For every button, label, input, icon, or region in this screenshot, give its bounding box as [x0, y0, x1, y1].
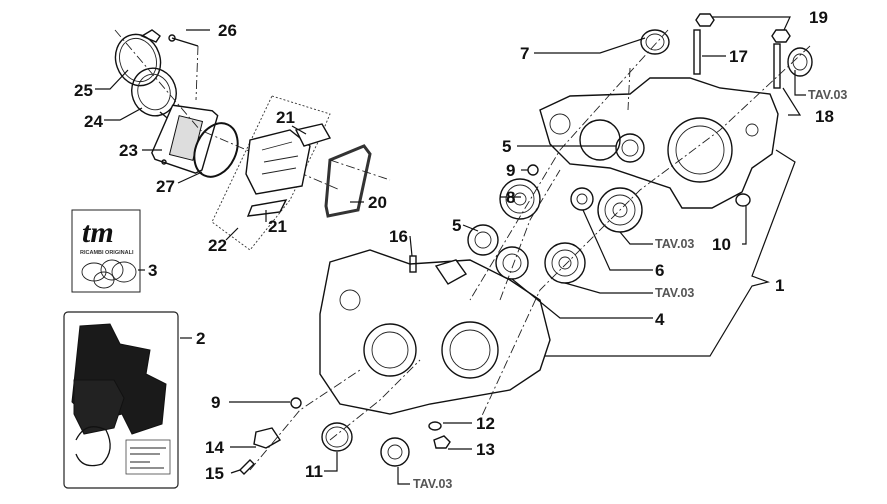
callout-9-top: 9 — [506, 161, 516, 180]
crankcase-half-right[interactable] — [539, 77, 779, 209]
part-21-reed-petal-bottom[interactable] — [246, 199, 288, 217]
part-16-stud[interactable] — [409, 255, 417, 273]
callout-6: 6 — [655, 261, 665, 280]
callout-17: 17 — [729, 47, 748, 66]
callout-25: 25 — [74, 81, 93, 100]
leader-lines — [95, 16, 806, 485]
part-9-dowel-top[interactable] — [527, 164, 539, 176]
callout-21-bottom: 21 — [268, 217, 287, 236]
callout-1: 1 — [775, 276, 785, 295]
part-14-bracket[interactable] — [253, 427, 281, 449]
part-6-bearing[interactable] — [570, 187, 594, 211]
callout-26: 26 — [218, 21, 237, 40]
reference-tav03-bottom[interactable]: TAV.03 — [413, 477, 453, 491]
part-5-bearing-top[interactable] — [615, 133, 645, 163]
callout-18: 18 — [815, 107, 834, 126]
callout-27: 27 — [156, 177, 175, 196]
callout-20: 20 — [368, 193, 387, 212]
part-7-oil-seal[interactable] — [640, 29, 670, 55]
part-8-bearing[interactable] — [499, 178, 541, 220]
part-4-bearing[interactable] — [495, 246, 529, 280]
brand-logo: tm — [82, 216, 114, 249]
callout-4: 4 — [655, 310, 665, 329]
callout-15: 15 — [205, 464, 224, 483]
part-3-oil-seal-kit[interactable] — [71, 209, 141, 293]
callout-5-top: 5 — [502, 137, 512, 156]
callout-3: 3 — [148, 261, 158, 280]
part-19-nut[interactable] — [695, 13, 791, 43]
reference-tav03-top-right[interactable]: TAV.03 — [808, 88, 848, 102]
callout-13: 13 — [476, 440, 495, 459]
part-tav-bearing-mid[interactable] — [544, 242, 586, 284]
callout-14: 14 — [205, 438, 224, 457]
callout-12: 12 — [476, 414, 495, 433]
part-9-dowel-bottom[interactable] — [290, 397, 302, 409]
part-17-stud[interactable] — [693, 29, 701, 75]
callout-7: 7 — [520, 44, 530, 63]
reference-tav03-bearing-mid[interactable]: TAV.03 — [655, 286, 695, 300]
part-23-intake-manifold[interactable] — [150, 103, 219, 175]
crankcase-half-left[interactable] — [319, 249, 551, 415]
callout-23: 23 — [119, 141, 138, 160]
callout-22: 22 — [208, 236, 227, 255]
callout-9-bottom: 9 — [211, 393, 221, 412]
part-12-washer[interactable] — [428, 421, 442, 431]
part-tav-seal-bottom[interactable] — [380, 437, 410, 467]
callout-21-top: 21 — [276, 108, 295, 127]
callout-19: 19 — [809, 8, 828, 27]
part-20-reed-gasket[interactable] — [324, 144, 372, 218]
brand-subtitle: RICAMBI ORIGINALI — [80, 250, 134, 256]
part-21-reed-petal-top[interactable] — [294, 123, 332, 147]
callout-2: 2 — [196, 329, 206, 348]
part-10-bushing[interactable] — [735, 193, 751, 207]
callout-11: 11 — [305, 462, 323, 481]
part-5-bearing-bottom[interactable] — [467, 224, 499, 256]
part-11-oil-seal[interactable] — [321, 422, 353, 452]
callout-24: 24 — [84, 112, 103, 131]
part-18-stud[interactable] — [773, 43, 781, 89]
part-27-o-ring[interactable] — [186, 116, 246, 184]
part-tav-seal-top-right[interactable] — [787, 47, 813, 77]
part-26-screw[interactable] — [168, 34, 199, 47]
reference-tav03-bearing-right[interactable]: TAV.03 — [655, 237, 695, 251]
callout-8: 8 — [506, 188, 516, 207]
part-15-screw[interactable] — [239, 459, 255, 475]
callout-10: 10 — [712, 235, 731, 254]
part-2-gasket-kit[interactable] — [63, 311, 179, 489]
part-22-reed-valve[interactable] — [245, 129, 311, 195]
part-25-hose-clamp[interactable] — [108, 28, 167, 92]
callout-16: 16 — [389, 227, 408, 246]
part-13-drain-plug[interactable] — [433, 435, 451, 449]
callout-5-bottom: 5 — [452, 216, 462, 235]
reed-valve-group-outline — [211, 95, 331, 251]
